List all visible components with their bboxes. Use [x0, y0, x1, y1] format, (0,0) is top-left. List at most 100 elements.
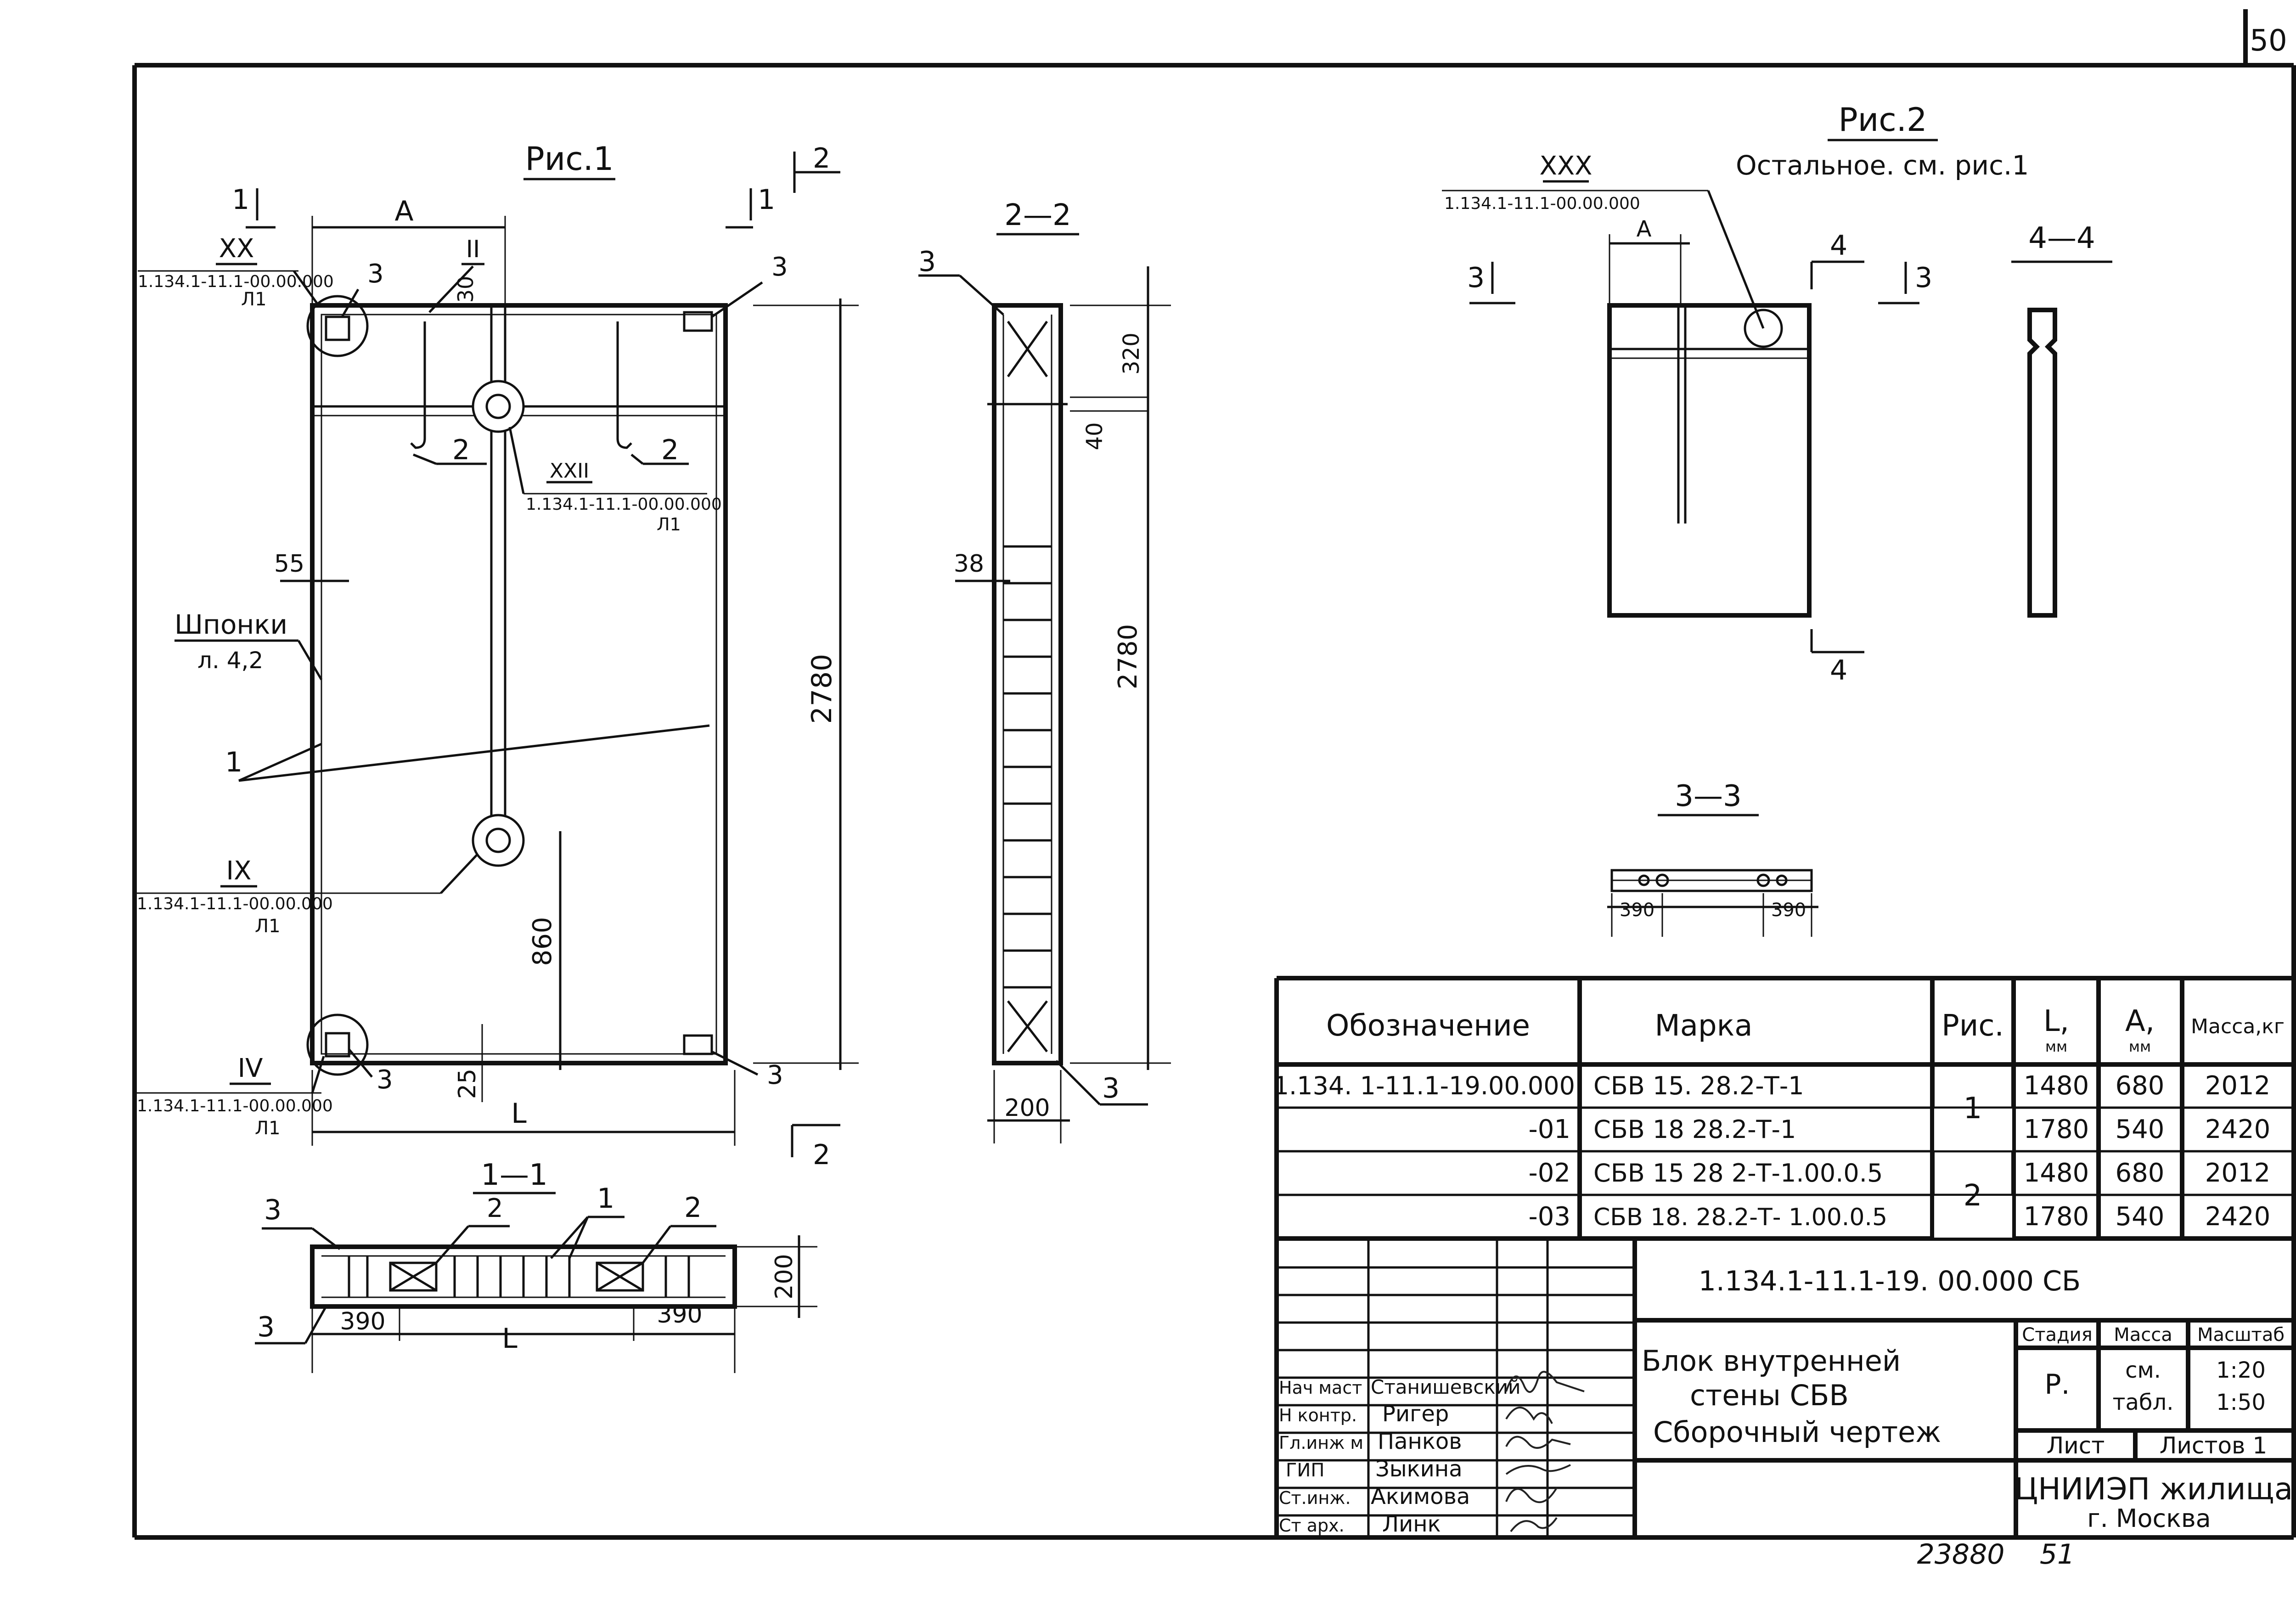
sec22-mark-3b: 3	[1102, 1072, 1120, 1104]
row3-fig: 2	[1964, 1179, 1982, 1213]
sheet-number: 50	[2250, 24, 2287, 58]
fig1-height: 2780	[806, 654, 838, 724]
sec11-mark-1: 1	[597, 1182, 614, 1215]
sec11-dl: L	[502, 1323, 518, 1355]
sec11-d390-right: 390	[657, 1301, 702, 1329]
fig2-title: Рис.2	[1839, 101, 1927, 139]
mass-value-1: см.	[2125, 1357, 2161, 1383]
fig1-elevation: Рис.1 A L	[137, 140, 859, 1171]
fig2-cut-3-left: 3	[1467, 262, 1485, 294]
fig2-node-roman: XXX	[1539, 151, 1592, 181]
fig2-cut-4-top: 4	[1830, 230, 1847, 262]
node-xx-sheet: Л1	[241, 289, 267, 310]
row3-mass: 2012	[2205, 1158, 2271, 1188]
th-l-unit: мм	[2045, 1038, 2067, 1055]
fig1-title: Рис.1	[525, 140, 614, 178]
th-a-unit: мм	[2129, 1038, 2151, 1055]
fig1-dim-25: 25	[454, 1069, 481, 1099]
cut-2-bottom: 2	[813, 1139, 830, 1171]
sec11-mark-3b: 3	[257, 1311, 275, 1343]
fig2-node-code: 1.134.1-11.1-00.00.000	[1444, 194, 1640, 213]
fig1-leader-3b: 3	[771, 252, 788, 282]
row4-l: 1780	[2024, 1202, 2089, 1232]
sec11-mark-2b: 2	[684, 1192, 702, 1224]
sec22-width: 200	[1004, 1094, 1050, 1122]
sec11-d390-left: 390	[340, 1308, 385, 1335]
scale-label: Масштаб	[2197, 1324, 2285, 1346]
th-mark: Марка	[1655, 1009, 1753, 1043]
org-line-2: г. Москва	[2087, 1504, 2211, 1533]
node-ii-roman: II	[466, 236, 480, 263]
th-l: L,	[2043, 1004, 2069, 1038]
spec-table: Обозначение Марка Рис. L, мм A, мм Масса…	[1273, 976, 2294, 1537]
row1-mark: СБВ 15. 28.2-Т-1	[1593, 1071, 1804, 1100]
archive-number: 23880	[1917, 1538, 2005, 1571]
title-line-2: стены СБВ	[1690, 1379, 1849, 1412]
th-fig: Рис.	[1941, 1009, 2004, 1043]
title-line-3: Сборочный чертеж	[1653, 1415, 1941, 1449]
node-xxii-code: 1.134.1-11.1-00.00.000	[526, 495, 722, 514]
sec33-d390-right: 390	[1771, 900, 1806, 921]
fig1-dim-860: 860	[528, 917, 557, 966]
row4-designation: -03	[1529, 1202, 1570, 1232]
sec44-title: 4—4	[2028, 221, 2095, 255]
handwritten-signatures	[1505, 1371, 1585, 1532]
row4-mass: 2420	[2205, 1202, 2271, 1232]
section-1-1: 1—1 3 3 2 1	[255, 1158, 817, 1373]
sheet-label: Лист	[2047, 1432, 2105, 1459]
sec22-d320: 320	[1119, 332, 1144, 375]
row3-designation: -02	[1529, 1158, 1570, 1188]
fig2-cut-3-right: 3	[1915, 262, 1932, 294]
org-line-1: ЦНИИЭП жилища	[2015, 1471, 2293, 1507]
sig-name-6: Линк	[1382, 1511, 1441, 1537]
fig1-leader-3d: 3	[767, 1060, 783, 1090]
sig-name-3: Панков	[1378, 1429, 1462, 1454]
fig1-shponki-ref: л. 4,2	[197, 647, 263, 674]
fig2-note: Остальное. см. рис.1	[1736, 150, 2029, 181]
sig-role-6: Ст арх.	[1279, 1515, 1345, 1536]
row2-mark: СБВ 18 28.2-Т-1	[1593, 1115, 1796, 1144]
fig2-elevation: Рис.2 Остальное. см. рис.1 XXX 1.134.1-1…	[1442, 101, 2029, 687]
scale-value-1: 1:20	[2216, 1357, 2266, 1383]
node-ix-roman: IX	[226, 856, 252, 886]
row1-designation: 1.134. 1-11.1-19.00.000	[1273, 1071, 1575, 1100]
node-iv-roman: IV	[238, 1053, 263, 1083]
row1-mass: 2012	[2205, 1071, 2271, 1101]
row1-l: 1480	[2024, 1071, 2089, 1101]
node-iv-code: 1.134.1-11.1-00.00.000	[137, 1097, 333, 1115]
row1-fig: 1	[1964, 1092, 1982, 1126]
sec22-height: 2780	[1113, 624, 1143, 690]
mass-value-2: табл.	[2113, 1390, 2174, 1415]
sig-name-4: Зыкина	[1375, 1456, 1463, 1482]
row1-a: 680	[2116, 1071, 2165, 1101]
th-mass: Масса,кг	[2191, 1015, 2285, 1038]
fig1-dim-55: 55	[274, 550, 304, 578]
sec22-title: 2—2	[1004, 198, 1071, 232]
row3-a: 680	[2116, 1158, 2165, 1188]
title-line-1: Блок внутренней	[1642, 1344, 1901, 1378]
node-xxii-roman: XXII	[550, 459, 589, 483]
sheets-label: Листов 1	[2160, 1432, 2267, 1459]
node-xx-code: 1.134.1-11.1-00.00.000	[138, 272, 334, 291]
sec22-mark-3a: 3	[918, 246, 936, 278]
sig-name-2: Ригер	[1382, 1401, 1449, 1427]
fig1-leader-2b: 2	[661, 434, 679, 466]
fig1-dim-30: 30	[453, 276, 478, 303]
cut-1-top-left: 1	[232, 184, 249, 216]
section-4-4: 4—4	[2011, 221, 2112, 618]
sig-name-1: Станишевский	[1371, 1376, 1520, 1398]
sec33-title: 3—3	[1675, 779, 1741, 813]
fig2-dim-a: A	[1637, 216, 1652, 242]
stage-value: Р.	[2044, 1368, 2070, 1401]
sig-role-1: Нач маст	[1279, 1378, 1362, 1398]
node-xxii-sheet: Л1	[657, 514, 681, 535]
sig-role-2: Н контр.	[1279, 1405, 1357, 1425]
sig-role-4: ГИП	[1286, 1460, 1324, 1481]
node-iv-sheet: Л1	[255, 1118, 281, 1139]
fig1-leader-1: 1	[225, 746, 242, 778]
row4-a: 540	[2116, 1202, 2165, 1232]
sec11-title: 1—1	[481, 1158, 547, 1192]
row3-l: 1480	[2024, 1158, 2089, 1188]
title-block: 1.134.1-11.1-19. 00.000 СБ Блок внутренн…	[1277, 1239, 2294, 1537]
